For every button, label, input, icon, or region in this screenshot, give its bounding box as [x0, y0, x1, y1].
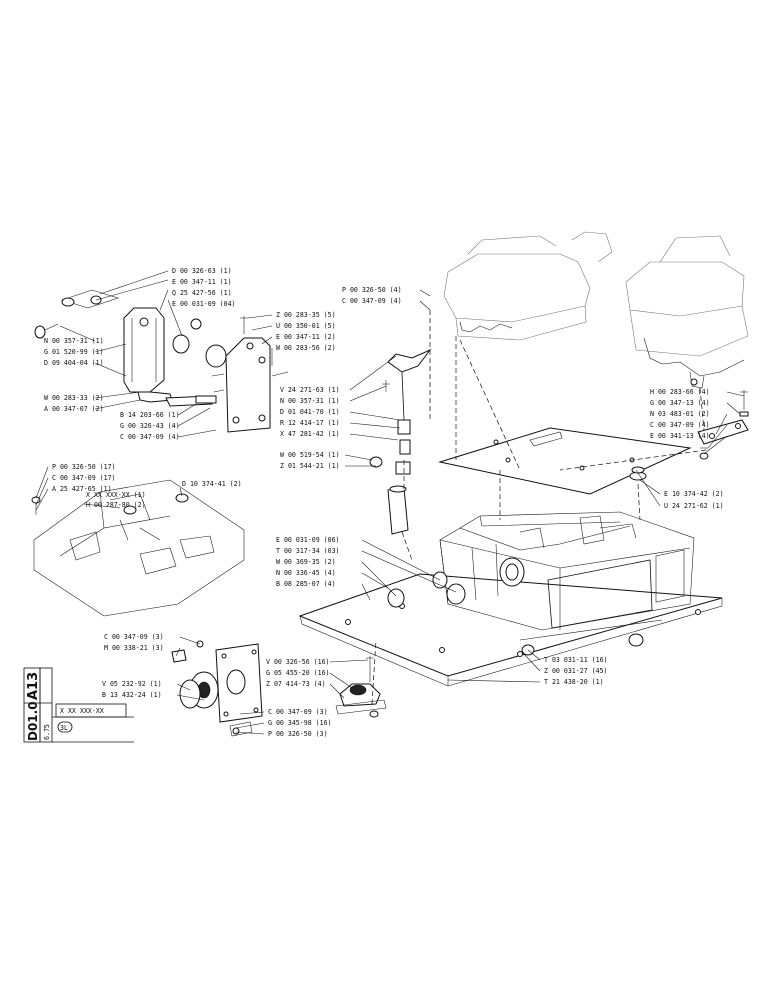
callout-frame-2: T 00 317-34 (03): [276, 547, 340, 555]
pedal-assembly: [34, 289, 217, 407]
seat-drawing: [443, 231, 749, 389]
callout-hub-top-2: M 00 338-21 (3): [104, 644, 164, 652]
callout-mount-1: V 00 326-56 (16): [266, 658, 330, 666]
callout-pedal-top-2: E 00 347-11 (1): [172, 278, 232, 286]
callout-pedal-top-3: Q 25 427-56 (1): [172, 289, 232, 297]
callout-hub-bottom-2: G 00 345-98 (16): [268, 719, 332, 727]
cover-plate: [438, 427, 692, 495]
callout-mount-2: G 05 455-20 (16): [266, 669, 330, 677]
callout-seat-2: C 00 347-09 (4): [342, 297, 402, 305]
callout-pedal-left-3: D 09 404-04 (1): [44, 359, 104, 367]
hub-assembly: [171, 640, 263, 737]
console-frame: [298, 511, 723, 687]
callout-bracket-right-2: U 00 350-01 (5): [276, 322, 336, 330]
callout-lever-lower-2: Z 01 544-21 (1): [280, 462, 340, 470]
callout-seat-rail-5: E 00 341-13 (4): [650, 432, 710, 440]
callout-lever-3: D 01 041-70 (1): [280, 408, 340, 416]
callout-panel-left-3: A 25 427-65 (1): [52, 485, 112, 493]
callout-pedal-left-1: N 00 357-31 (1): [44, 337, 104, 345]
callout-lever-1: V 24 271-63 (1): [280, 386, 340, 394]
callout-lever-5: X 47 281-42 (1): [280, 430, 340, 438]
callout-bracket-right-1: Z 00 283-35 (5): [276, 311, 336, 319]
callout-pedal-left-2: G 01 520-99 (1): [44, 348, 104, 356]
callout-hub-left-2: B 13 432-24 (1): [102, 691, 162, 699]
callout-pedal-top-1: D 00 326-63 (1): [172, 267, 232, 275]
title-strip: A13 D01.0 6.75 X XX XXX-XX 3L: [23, 667, 134, 743]
callout-frame-5: B 08 285-07 (4): [276, 580, 336, 588]
callout-panel-mid-2: H 00 287-80 (2): [86, 501, 146, 509]
callout-mount-3: Z 07 414-73 (4): [266, 680, 326, 688]
callout-bracket-left-1: B 14 203-66 (1): [120, 411, 180, 419]
callout-bracket-right-3: E 00 347-11 (2): [276, 333, 336, 341]
callout-frame-4: N 00 336-45 (4): [276, 569, 336, 577]
assembly-lines: [371, 310, 707, 705]
callout-plate-knob-1: E 10 374-42 (2): [664, 490, 724, 498]
callout-hub-top-1: C 00 347-09 (3): [104, 633, 164, 641]
callout-bracket-right-4: W 00 283-56 (2): [276, 344, 336, 352]
callout-panel-right-1: D 10 374-41 (2): [182, 480, 242, 488]
callout-hub-bottom-1: C 00 347-09 (3): [268, 708, 328, 716]
callout-seat-rail-4: C 00 347-09 (4): [650, 421, 710, 429]
callout-panel-left-2: C 00 347-09 (17): [52, 474, 116, 482]
callout-floor-2: Z 00 031-27 (45): [544, 667, 608, 675]
callout-seat-rail-3: N 03 483-01 (2): [650, 410, 710, 418]
callout-hub-bottom-3: P 00 326-50 (3): [268, 730, 328, 738]
date-code: 6.75: [43, 724, 51, 740]
callout-pedal-bottom-1: W 00 283-33 (2): [44, 394, 104, 402]
callout-floor-1: T 03 031-11 (16): [544, 656, 608, 664]
part-number-box: X XX XXX-XX: [60, 707, 104, 715]
model-code: 3L: [60, 724, 68, 732]
callout-bracket-left-3: C 00 347-09 (4): [120, 433, 180, 441]
callout-panel-left-1: P 00 326-50 (17): [52, 463, 116, 471]
callout-lever-lower-1: W 00 519-54 (1): [280, 451, 340, 459]
callout-bracket-left-2: G 00 326-43 (4): [120, 422, 180, 430]
callout-plate-knob-2: U 24 271-62 (1): [664, 502, 724, 510]
leader-lines: [35, 270, 745, 735]
vibration-mount: [335, 656, 387, 718]
lever-assembly: [369, 348, 432, 535]
callout-hub-left-1: V 05 232-92 (1): [102, 680, 162, 688]
callout-pedal-bottom-2: A 00 347-07 (2): [44, 405, 104, 413]
section-code: A13: [26, 672, 41, 700]
sheet-code: D01.0: [26, 701, 40, 741]
callout-panel-mid-1: X XX XXX-XX (1): [86, 491, 146, 499]
callout-labels: D 00 326-63 (1) E 00 347-11 (1) Q 25 427…: [44, 267, 724, 738]
callout-seat-1: P 00 326-50 (4): [342, 286, 402, 294]
bracket-plate: [205, 316, 289, 433]
callout-pedal-top-4: E 00 031-09 (04): [172, 300, 236, 308]
callout-frame-1: E 00 031-09 (06): [276, 536, 340, 544]
callout-seat-rail-2: G 00 347-13 (4): [650, 399, 710, 407]
callout-lever-4: R 12 414-17 (1): [280, 419, 340, 427]
seat-rail: [697, 390, 749, 460]
callout-seat-rail-1: H 00 283-66 (4): [650, 388, 710, 396]
callout-frame-3: W 00 369-35 (2): [276, 558, 336, 566]
callout-lever-2: N 00 357-31 (1): [280, 397, 340, 405]
panel-drawing: [31, 479, 245, 617]
callout-floor-3: T 21 438-20 (1): [544, 678, 604, 686]
